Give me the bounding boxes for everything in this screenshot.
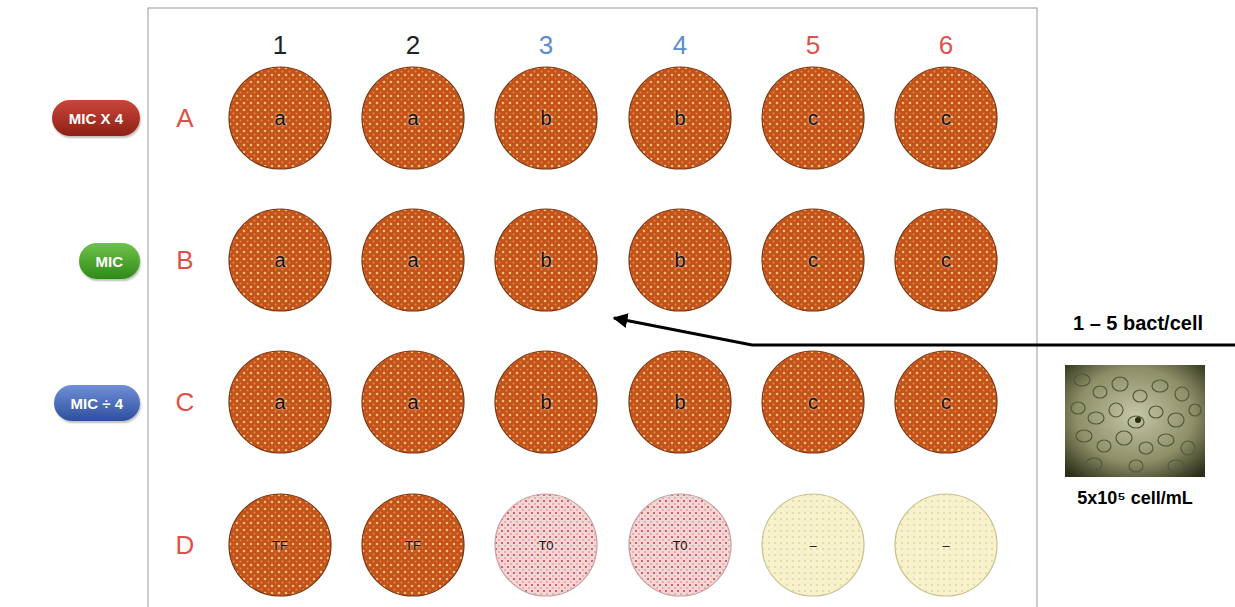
plate-well: c [894,66,998,170]
plate-well: TF [228,493,332,597]
plate-well: a [361,208,465,312]
well-label: b [674,391,685,414]
plate-well: c [894,208,998,312]
well-label: c [808,391,818,414]
plate-well: T0 [494,493,598,597]
well-label: a [274,391,285,414]
plate-well: TF [361,493,465,597]
pill-label: MIC X 4 [69,110,123,127]
note-text: 1 – 5 bact/cell [1073,312,1203,335]
well-circle [495,209,597,311]
plate-well: c [761,350,865,454]
well-label: c [941,107,951,130]
pill-label: MIC [96,253,124,270]
well-circle [762,351,864,453]
well-label: c [941,249,951,272]
well-label: TF [272,538,288,553]
well-label: b [674,249,685,272]
row-letter: D [176,530,195,561]
plate-well: – [761,493,865,597]
plate-well: b [494,350,598,454]
plate-well: b [494,66,598,170]
well-circle [629,351,731,453]
plate-well: a [361,66,465,170]
row-letter: C [176,387,195,418]
well-circle [362,209,464,311]
well-label: a [407,391,418,414]
well-circle [762,494,864,596]
well-circle [229,351,331,453]
well-circle [762,209,864,311]
concentration-pill: MIC [79,243,141,279]
plate-well: b [494,208,598,312]
well-label: a [274,249,285,272]
pill-label: MIC ÷ 4 [71,395,123,412]
well-label: b [674,107,685,130]
well-circle [895,494,997,596]
plate-well: – [894,493,998,597]
well-label: b [540,249,551,272]
plate-well: b [628,350,732,454]
concentration-pill: MIC X 4 [52,100,140,136]
well-label: b [540,391,551,414]
well-circle [362,67,464,169]
well-circle [362,494,464,596]
well-circle [629,494,731,596]
well-label: a [407,249,418,272]
plate-well: a [228,208,332,312]
row-letter: A [176,103,193,134]
well-label: c [941,391,951,414]
well-label: T0 [672,538,687,553]
column-number: 5 [806,30,820,61]
plate-well: c [761,208,865,312]
column-number: 6 [939,30,953,61]
well-label: TF [405,538,421,553]
plate-well: b [628,208,732,312]
well-label: b [540,107,551,130]
well-circle [495,494,597,596]
well-label: – [809,538,816,553]
well-label: a [407,107,418,130]
column-number: 2 [406,30,420,61]
column-number: 4 [673,30,687,61]
well-label: a [274,107,285,130]
well-label: T0 [538,538,553,553]
well-circle [362,351,464,453]
well-circle [629,67,731,169]
well-circle [495,67,597,169]
well-circle [495,351,597,453]
well-circle [895,351,997,453]
well-circle [229,494,331,596]
row-letter: B [176,245,193,276]
well-circle [229,209,331,311]
plate-well: a [228,66,332,170]
plate-panel [148,8,1037,607]
well-label: – [942,538,949,553]
well-circle [895,209,997,311]
well-label: c [808,107,818,130]
plate-well: b [628,66,732,170]
well-circle [629,209,731,311]
plate-well: a [361,350,465,454]
concentration-pill: MIC ÷ 4 [54,385,140,421]
note-text: 5x10⁵ cell/mL [1077,488,1193,509]
column-number: 1 [273,30,287,61]
well-circle [895,67,997,169]
column-number: 3 [539,30,553,61]
well-circle [762,67,864,169]
plate-well: c [761,66,865,170]
microscope-photo [1065,365,1205,477]
plate-well: c [894,350,998,454]
well-label: c [808,249,818,272]
plate-well: a [228,350,332,454]
plate-well: T0 [628,493,732,597]
well-circle [229,67,331,169]
